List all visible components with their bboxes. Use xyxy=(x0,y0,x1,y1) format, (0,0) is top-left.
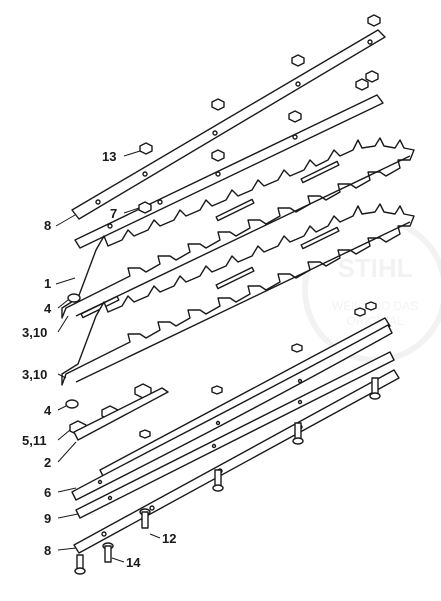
callout-5-11: 5,11 xyxy=(22,433,47,448)
callout-2: 2 xyxy=(44,455,52,470)
callout-14: 14 xyxy=(126,555,141,570)
callout-9: 9 xyxy=(44,511,52,526)
callout-3-10-upper: 3,10 xyxy=(22,325,48,340)
callout-1: 1 xyxy=(44,276,52,291)
part-13-nuts xyxy=(138,14,381,214)
part-9-strip xyxy=(75,351,395,519)
callout-4-bottom: 4 xyxy=(44,403,52,418)
callout-3-10-lower: 3,10 xyxy=(22,367,48,382)
part-12-14-screws xyxy=(74,377,381,575)
callout-8-top: 8 xyxy=(44,218,52,233)
part-3-10-lower-blade xyxy=(61,203,415,386)
callout-12: 12 xyxy=(162,531,177,546)
part-4-spacer xyxy=(67,293,81,303)
callout-7: 7 xyxy=(110,206,118,221)
part-6-curved-strip xyxy=(71,324,393,501)
part-8-top-bar xyxy=(71,29,386,220)
part-7-bar xyxy=(74,94,384,249)
callout-4-top: 4 xyxy=(44,301,52,316)
callout-8-bottom: 8 xyxy=(44,543,52,558)
callout-13: 13 xyxy=(102,149,117,164)
svg-text:STIHL: STIHL xyxy=(337,253,412,283)
part-1-upper-blade xyxy=(61,137,415,319)
part-5-11-small-parts xyxy=(65,383,169,441)
leader-lines xyxy=(55,150,161,563)
callout-6: 6 xyxy=(44,485,52,500)
